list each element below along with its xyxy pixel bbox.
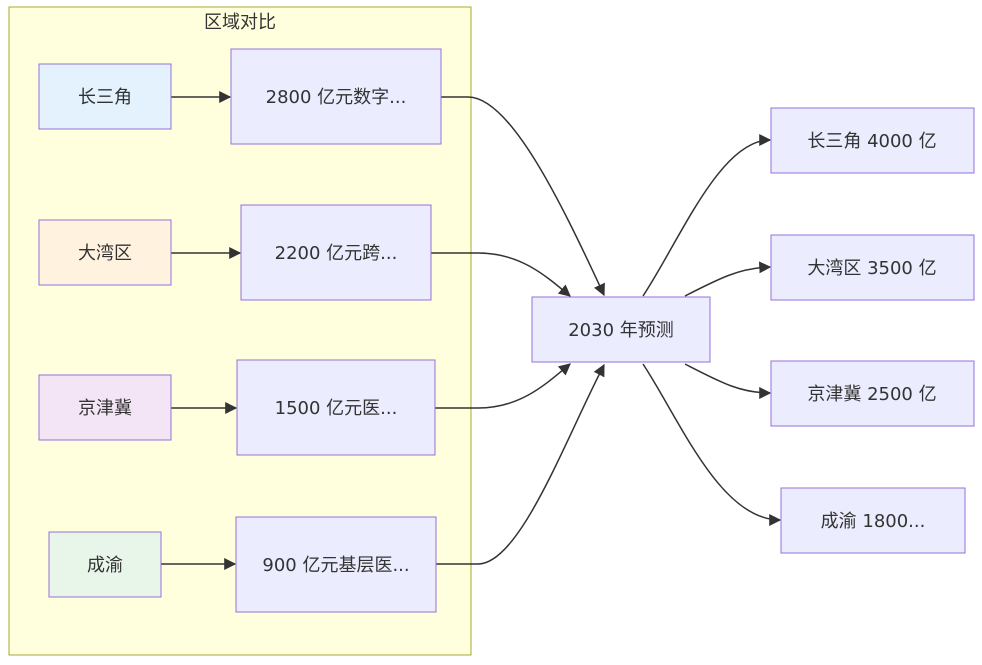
edge-hub-forecast2: [684, 261, 772, 297]
node-label: 2200 亿元跨...: [275, 243, 398, 264]
node-forecast-1: 长三角 4000 亿: [770, 107, 975, 174]
node-region-changsanjiao: 长三角: [38, 63, 172, 130]
node-value-3: 1500 亿元医...: [236, 359, 436, 456]
node-forecast-2: 大湾区 3500 亿: [770, 234, 975, 301]
edge-value2-hub: [431, 252, 571, 297]
region-nodes: 长三角 大湾区 京津冀 成渝: [38, 63, 172, 598]
edge-value4-hub: [436, 363, 605, 565]
node-label: 长三角 4000 亿: [807, 131, 936, 152]
node-region-chengyu: 成渝: [48, 531, 162, 598]
node-value-2: 2200 亿元跨...: [240, 204, 432, 301]
forecast-nodes: 长三角 4000 亿 大湾区 3500 亿 京津冀 2500 亿 成渝 1800…: [770, 107, 975, 554]
value-nodes: 2800 亿元数字... 2200 亿元跨... 1500 亿元医... 900…: [230, 48, 442, 613]
node-hub-2030-forecast: 2030 年预测: [531, 296, 711, 363]
edge-value3-hub: [435, 363, 571, 409]
node-value-4: 900 亿元基层医...: [235, 516, 437, 613]
node-label: 900 亿元基层医...: [262, 555, 409, 576]
node-label: 2800 亿元数字...: [266, 87, 407, 108]
node-region-jingjinji: 京津冀: [38, 374, 172, 441]
node-region-dawanqu: 大湾区: [38, 219, 172, 286]
edge-hub-forecast4: [642, 363, 782, 526]
edge-hub-forecast3: [684, 363, 772, 399]
node-label: 2030 年预测: [568, 320, 674, 341]
node-label: 大湾区 3500 亿: [807, 258, 936, 279]
edge-value1-hub: [441, 96, 605, 297]
node-value-1: 2800 亿元数字...: [230, 48, 442, 145]
node-label: 京津冀: [78, 398, 132, 419]
node-label: 成渝 1800...: [821, 511, 926, 532]
edge-hub-forecast1: [642, 134, 772, 297]
node-label: 成渝: [87, 555, 123, 576]
node-label: 1500 亿元医...: [275, 398, 398, 419]
node-forecast-3: 京津冀 2500 亿: [770, 360, 975, 427]
edges: [161, 91, 782, 570]
node-forecast-4: 成渝 1800...: [780, 487, 966, 554]
cluster-title: 区域对比: [204, 12, 276, 33]
node-label: 大湾区: [78, 243, 132, 264]
node-label: 京津冀 2500 亿: [807, 384, 936, 405]
node-label: 长三角: [78, 87, 132, 108]
